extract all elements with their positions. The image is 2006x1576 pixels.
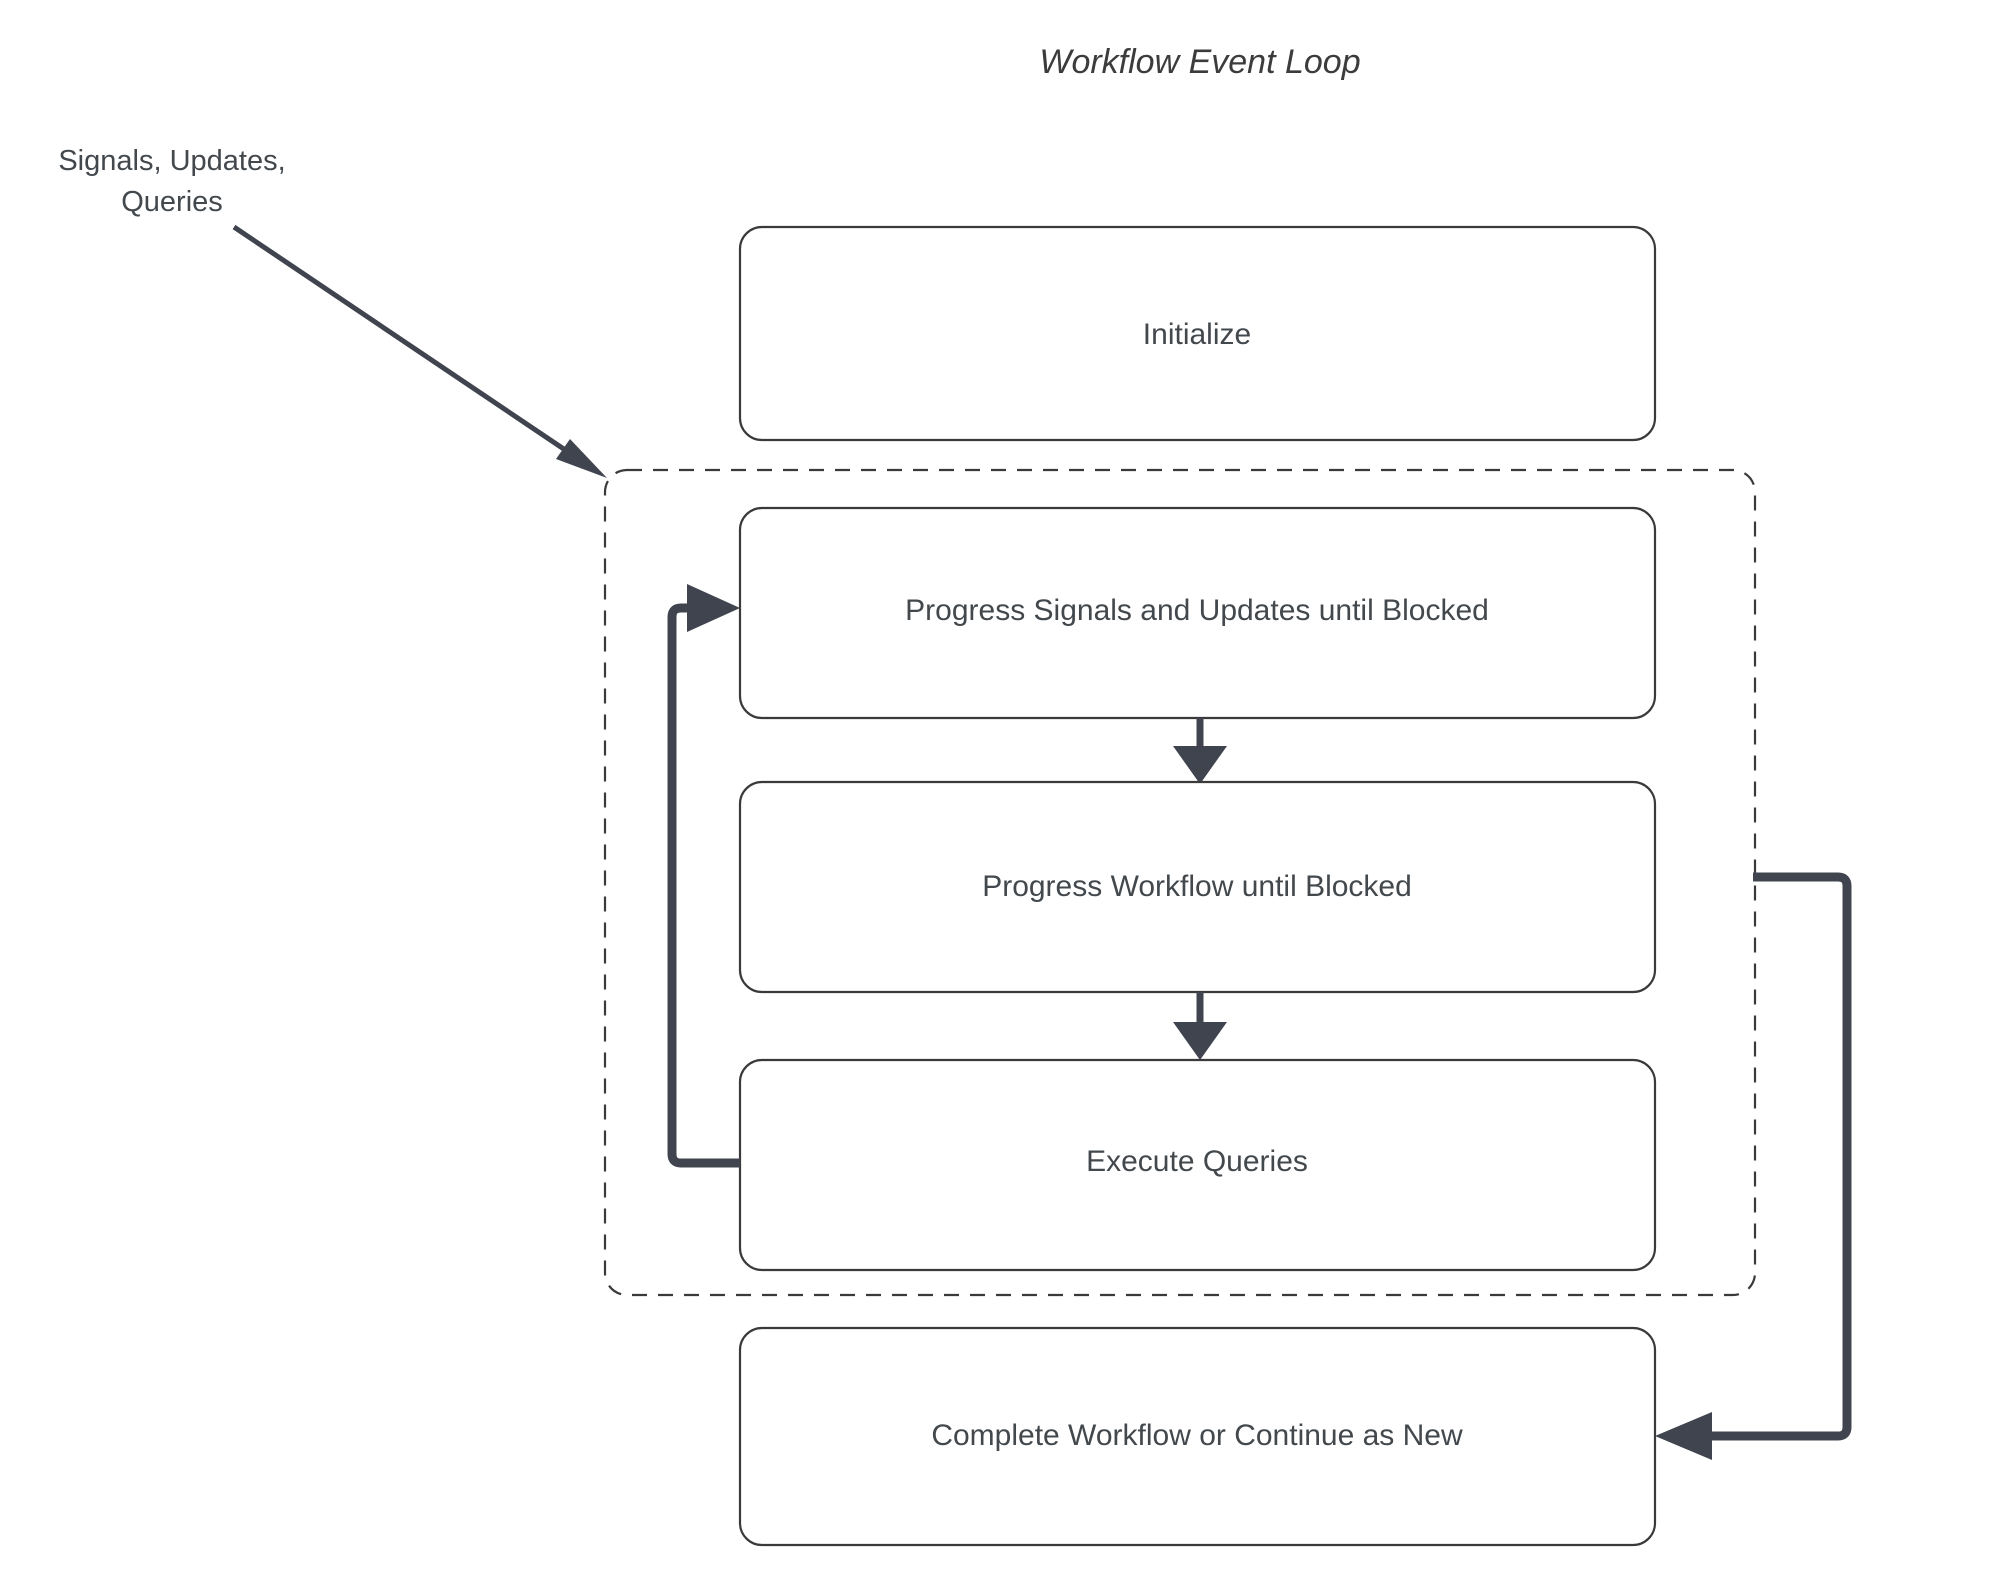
edge-loop-to-complete [1655,872,1852,1460]
page-title: Workflow Event Loop [1039,43,1360,81]
event-loop-group-boundary [603,468,1757,1297]
node-execute-queries-label: Execute Queries [1086,1145,1308,1178]
node-initialize[interactable]: Initialize [738,225,1657,442]
node-complete-workflow[interactable]: Complete Workflow or Continue as New [738,1326,1657,1547]
node-complete-workflow-shape[interactable] [738,1326,1657,1547]
arrow-head-icon [1173,1022,1227,1060]
node-execute-queries[interactable]: Execute Queries [738,1058,1657,1272]
node-progress-workflow[interactable]: Progress Workflow until Blocked [738,780,1657,994]
node-initialize-label: Initialize [1143,318,1251,351]
arrow-head-icon [1173,746,1227,784]
external-input-label-line2: Queries [121,186,223,218]
arrow-head-icon [1655,1412,1712,1460]
edge-external-to-loop [232,224,607,478]
node-initialize-shape[interactable] [738,225,1657,442]
node-progress-signals[interactable]: Progress Signals and Updates until Block… [738,506,1657,720]
arrow-head-icon [556,439,607,478]
edge-signals-to-workflow [1173,718,1227,784]
edge-workflow-to-queries [1173,992,1227,1060]
node-progress-signals-label: Progress Signals and Updates until Block… [905,594,1489,627]
edge-queries-loop-back [667,584,740,1168]
external-input-label-line1: Signals, Updates, [58,145,285,177]
node-progress-workflow-label: Progress Workflow until Blocked [982,870,1412,903]
arrow-head-icon [687,584,740,632]
node-complete-workflow-label: Complete Workflow or Continue as New [931,1419,1463,1452]
